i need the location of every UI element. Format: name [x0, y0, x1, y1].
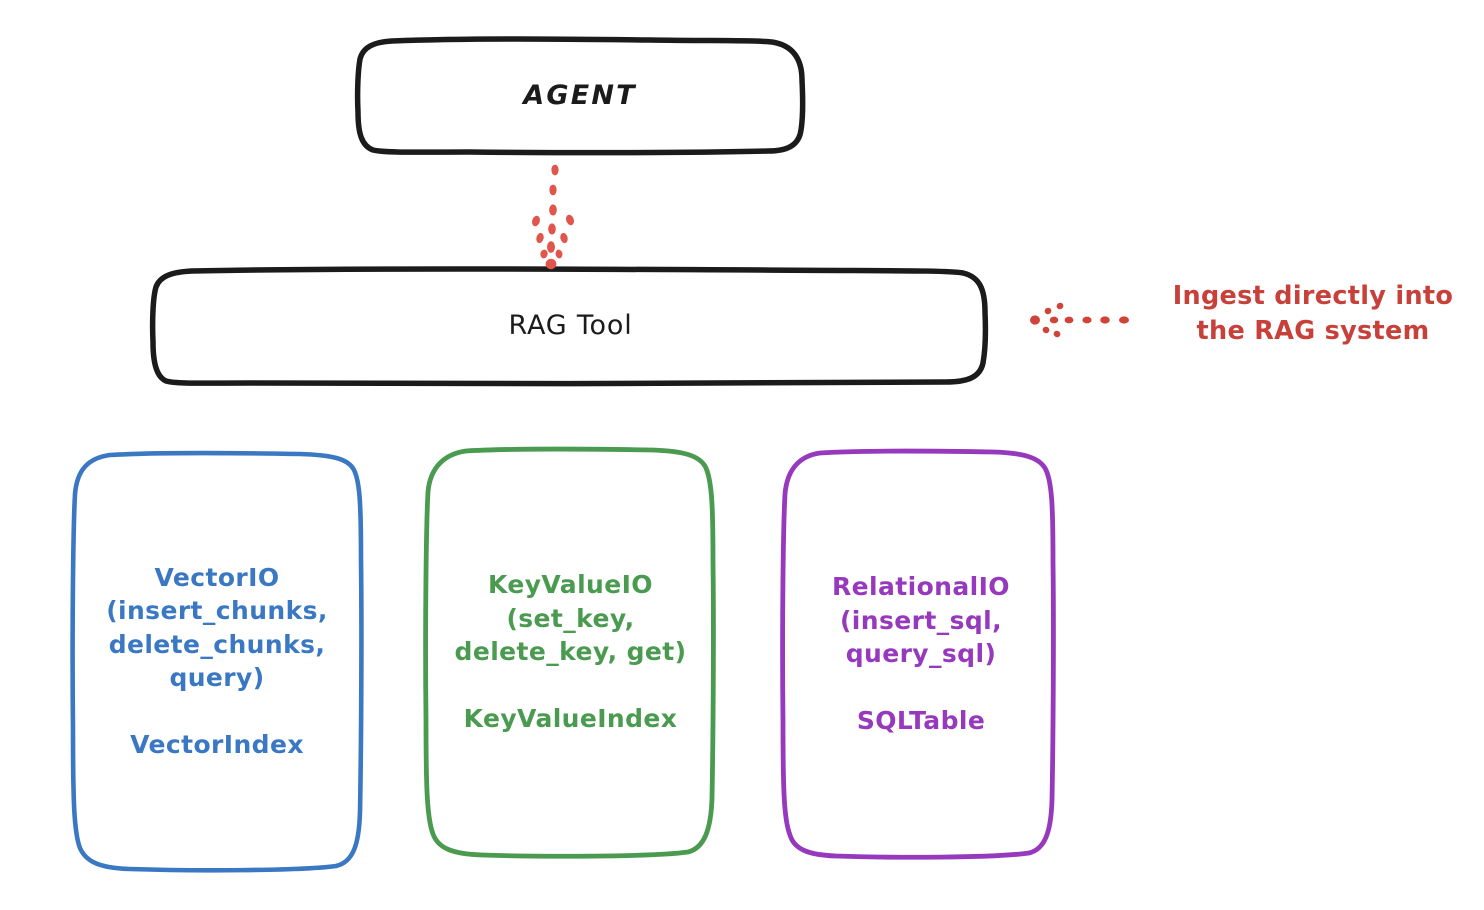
relational-io-box-outline[interactable] [780, 448, 1056, 860]
ingest-dotted-arrow [1030, 302, 1129, 338]
agent-to-rag-dotted-arrow [532, 164, 575, 270]
vector-io-box-outline[interactable] [70, 450, 364, 873]
agent-box-outline[interactable] [354, 36, 806, 156]
rag-tool-box-outline[interactable] [149, 266, 989, 387]
keyvalue-io-box-outline[interactable] [423, 446, 716, 859]
